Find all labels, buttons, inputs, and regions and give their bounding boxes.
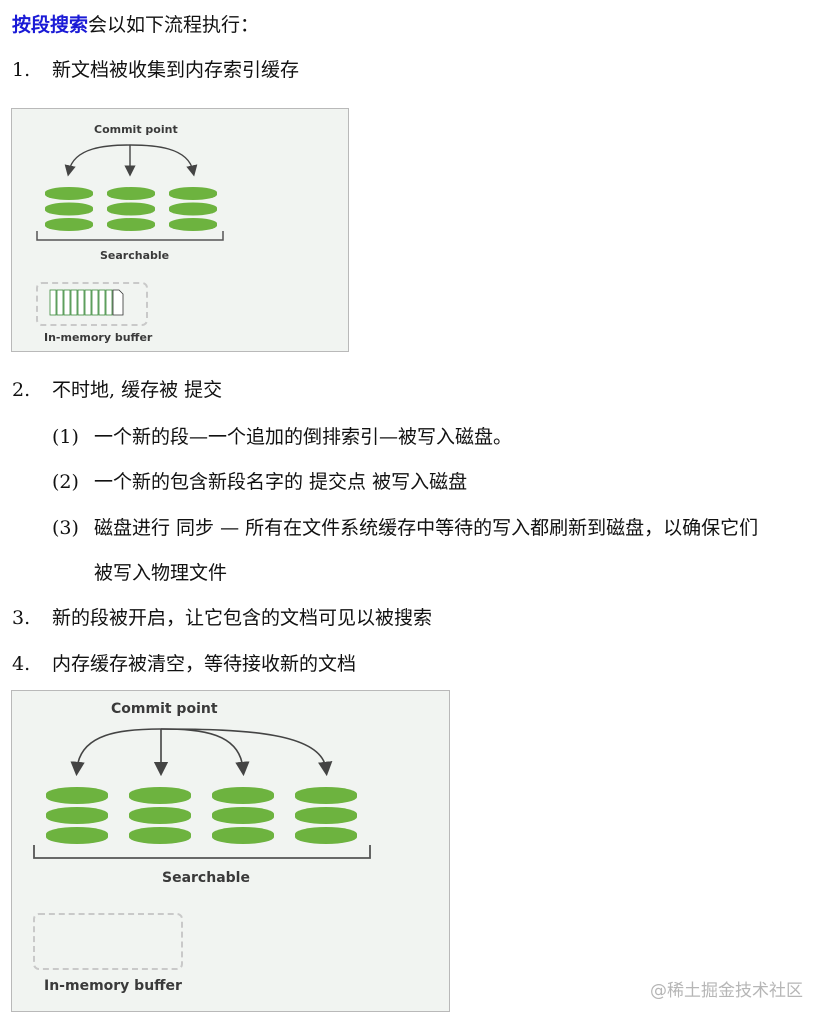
step-text: 内存缓存被清空，等待接收新的文档 <box>52 653 357 675</box>
commit-point-label: Commit point <box>94 123 178 136</box>
commit-arrows <box>64 144 198 177</box>
step-text: 不时地, 缓存被 提交 <box>52 379 223 401</box>
segment-icon <box>107 187 155 231</box>
substep-number: (3) <box>52 517 79 539</box>
figure-2: Commit point Searchable In-memory buffer <box>11 690 450 1012</box>
buffer-docs <box>49 289 124 316</box>
step-number: 2. <box>12 379 31 401</box>
intro-text: 会以如下流程执行： <box>88 14 260 36</box>
substep-3-continuation: 被写入物理文件 <box>94 562 228 584</box>
step-text: 新文档被收集到内存索引缓存 <box>52 59 300 81</box>
substep-text: 磁盘进行 同步 — 所有在文件系统缓存中等待的写入都刷新到磁盘，以确保它们 <box>94 517 759 539</box>
step-1: 1. 新文档被收集到内存索引缓存 <box>12 57 299 83</box>
figure-1: Commit point Searchable In-memory buffer <box>11 108 349 352</box>
substep-text: 一个新的段—一个追加的倒排索引—被写入磁盘。 <box>94 426 513 448</box>
in-memory-buffer-box <box>36 282 148 326</box>
segment-icon <box>295 787 357 844</box>
searchable-bracket <box>36 231 224 241</box>
step-number: 1. <box>12 59 31 81</box>
step-number: 3. <box>12 607 31 629</box>
substep-1: (1) 一个新的段—一个追加的倒排索引—被写入磁盘。 <box>52 424 512 450</box>
commit-arrows <box>70 728 333 777</box>
in-memory-buffer-label: In-memory buffer <box>44 331 153 344</box>
in-memory-buffer-box <box>33 913 183 970</box>
segment-icon <box>129 787 191 844</box>
segment-icon <box>46 787 108 844</box>
commit-point-label: Commit point <box>111 701 218 717</box>
segments-group <box>45 187 217 231</box>
substep-text: 一个新的包含新段名字的 提交点 被写入磁盘 <box>94 471 468 493</box>
substep-2: (2) 一个新的包含新段名字的 提交点 被写入磁盘 <box>52 469 467 495</box>
watermark: @稀土掘金技术社区 <box>650 981 803 1001</box>
segment-icon <box>169 187 217 231</box>
segments-group <box>46 787 357 844</box>
segment-icon <box>45 187 93 231</box>
step-text: 新的段被开启，让它包含的文档可见以被搜索 <box>52 607 433 629</box>
searchable-label: Searchable <box>100 249 170 262</box>
segment-icon <box>212 787 274 844</box>
substep-number: (1) <box>52 426 79 448</box>
intro-line: 按段搜索会以如下流程执行： <box>12 12 259 38</box>
step-number: 4. <box>12 653 31 675</box>
figure-2-graphic <box>33 728 371 859</box>
substep-number: (2) <box>52 471 79 493</box>
figure-1-graphic <box>36 144 224 316</box>
step-4: 4. 内存缓存被清空，等待接收新的文档 <box>12 651 356 677</box>
substep-3: (3) 磁盘进行 同步 — 所有在文件系统缓存中等待的写入都刷新到磁盘，以确保它们 <box>52 515 758 541</box>
step-2: 2. 不时地, 缓存被 提交 <box>12 377 222 403</box>
searchable-bracket <box>33 845 371 859</box>
in-memory-buffer-label: In-memory buffer <box>44 978 182 994</box>
searchable-label: Searchable <box>162 870 250 886</box>
intro-keyword: 按段搜索 <box>12 14 89 36</box>
step-3: 3. 新的段被开启，让它包含的文档可见以被搜索 <box>12 605 432 631</box>
